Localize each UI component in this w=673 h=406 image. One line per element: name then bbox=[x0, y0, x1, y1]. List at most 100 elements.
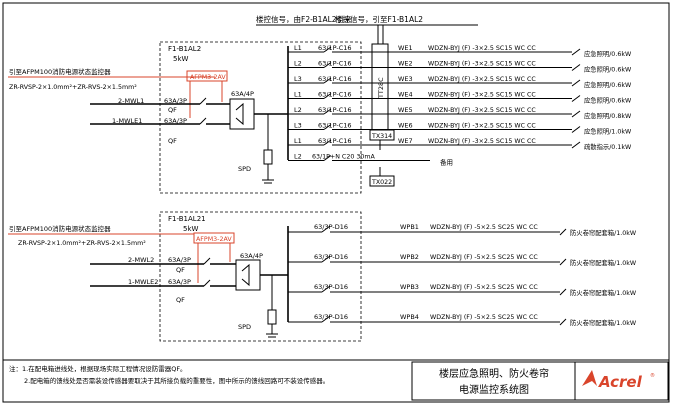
circuit-cable: WDZN-BYJ (F) -3×2.5 SC15 WC CC bbox=[428, 92, 536, 99]
circuit-load: 防火卷帘配套箱/1.0kW bbox=[570, 288, 637, 297]
logo-text: Acrel bbox=[598, 373, 643, 391]
spare-breaker: 63/1P+N C20 30mA bbox=[312, 154, 375, 161]
panel-2-name: F1-B1AL21 bbox=[168, 215, 206, 223]
circuit-id: WE3 bbox=[398, 75, 413, 83]
circuit-cable: WDZN-BYJ (F) -3×2.5 SC15 WC CC bbox=[428, 123, 536, 130]
panel-1-ats-label: 63A/4P bbox=[231, 90, 254, 98]
circuit-phase: L1 bbox=[294, 137, 302, 145]
panel-1-breaker-1: 63A/3P bbox=[164, 97, 187, 105]
top-signal-labels: 楼控信号，由F2-B1AL2引来 楼控信号，引至F1-B1AL2 bbox=[256, 14, 478, 44]
circuit-load: 防火卷帘配套箱/1.0kW bbox=[570, 318, 637, 327]
circuit-id: WPB1 bbox=[400, 223, 419, 231]
circuit-breaker: 63/1P-C16 bbox=[318, 44, 352, 52]
spare-label: 备用 bbox=[440, 158, 453, 167]
circuit-id: WPB2 bbox=[400, 253, 419, 261]
circuit-phase: L3 bbox=[294, 122, 302, 130]
circuit-id: WPB4 bbox=[400, 313, 419, 321]
panel-1-qf-1: QF bbox=[168, 106, 177, 114]
note-2: 2.配电箱的馈线处是否需装设传感器要取决于其所接负载的重要性，图中所示的馈线回路… bbox=[24, 376, 329, 385]
circuit-switch bbox=[323, 108, 332, 115]
circuit-load: 应急照明/0.6kW bbox=[584, 96, 632, 105]
panel-2-power: 5kW bbox=[183, 225, 199, 233]
title-line-2: 电源监控系统图 bbox=[459, 383, 529, 396]
panel-2-ats-label: 63A/4P bbox=[240, 252, 263, 260]
panel-1-spd bbox=[263, 149, 273, 165]
panel-2-breaker-1: 63A/3P bbox=[168, 256, 191, 264]
acrel-logo: Acrel ® bbox=[582, 370, 655, 391]
circuit-switch bbox=[323, 139, 332, 146]
panel-1-spare-row: L2 63/1P+N C20 30mA 备用 bbox=[288, 153, 453, 167]
circuit-breaker: 63/3P-D16 bbox=[314, 253, 348, 261]
circuit-load: 防火卷帘配套箱/1.0kW bbox=[570, 228, 637, 237]
panel-1-monitor-note: 引至AFPM100消防电源状态监控器 bbox=[9, 67, 111, 76]
panel-2-monitor-module-label: AFPM3-2AV bbox=[196, 236, 232, 243]
panel-1-circuit-row: L2 63/1P-C16 WE5 WDZN-BYJ (F) -3×2.5 SC15 W… bbox=[288, 106, 632, 120]
circuit-cable: WDZN-BYJ (F) -5×2.5 SC25 WC CC bbox=[430, 284, 538, 291]
panel-2-boundary bbox=[159, 211, 362, 342]
panel-1-input-2-label: 1-MWLE1 bbox=[112, 117, 142, 125]
panel-1-ats bbox=[229, 98, 255, 130]
panel-1-tx1-label: TX314 bbox=[371, 133, 392, 140]
panel-2-circuit-row: 63/3P-D16 WPB1 WDZN-BYJ (F) -5×2.5 SC25 WC… bbox=[288, 223, 637, 237]
circuit-cable: WDZN-BYJ (F) -5×2.5 SC25 WC CC bbox=[430, 254, 538, 261]
panel-1-tx2-label: TX022 bbox=[371, 179, 392, 186]
panel-1-spd-label: SPD bbox=[238, 165, 251, 173]
panel-1-ttc-label: TT28C bbox=[377, 77, 385, 99]
panel-1-monitor-module-label: AFPM3-2AV bbox=[190, 74, 226, 81]
circuit-id: WE6 bbox=[398, 122, 413, 130]
panel-2: F1-B1AL21 5kW 引至AFPM100消防电源状态监控器 ZR-RVSP… bbox=[8, 211, 637, 342]
circuit-load: 应急照明/0.8kW bbox=[584, 111, 632, 120]
spare-phase: L2 bbox=[294, 153, 302, 161]
panel-2-qf-1: QF bbox=[176, 266, 185, 274]
title-line-1: 楼层应急照明、防火卷帘 bbox=[439, 367, 549, 380]
circuit-id: WE4 bbox=[398, 91, 413, 99]
panel-2-monitor-cable: ZR-RVSP-2×1.0mm²+ZR-RVS-2×1.5mm² bbox=[18, 240, 146, 247]
panel-1-qf-2: QF bbox=[168, 137, 177, 145]
panel-2-spd bbox=[267, 309, 277, 325]
circuit-phase: L1 bbox=[294, 44, 302, 52]
circuit-switch bbox=[323, 62, 332, 68]
panel-2-spd-label: SPD bbox=[238, 323, 251, 331]
circuit-phase: L2 bbox=[294, 60, 302, 68]
circuit-cable: WDZN-BYJ (F) -3×2.5 SC15 WC CC bbox=[428, 76, 536, 83]
circuit-breaker: 63/1P-C16 bbox=[318, 60, 352, 68]
note-1: 注：1.在配电箱进线处，根据现场实际工程情况设防雷器QF。 bbox=[9, 364, 187, 373]
panel-2-ats bbox=[235, 259, 261, 291]
svg-text:®: ® bbox=[650, 372, 655, 379]
panel-2-breaker-2: 63A/3P bbox=[168, 278, 191, 286]
circuit-load: 应急照明/0.6kW bbox=[584, 65, 632, 74]
panel-2-monitor-module bbox=[193, 232, 235, 244]
panel-1-tx2 bbox=[369, 175, 395, 187]
circuit-switch bbox=[323, 124, 332, 130]
circuit-switch bbox=[321, 285, 331, 293]
circuit-phase: L2 bbox=[294, 106, 302, 114]
panel-2-qf-2: QF bbox=[176, 296, 185, 304]
circuit-id: WE1 bbox=[398, 44, 413, 52]
panel-2-monitor-note: 引至AFPM100消防电源状态监控器 bbox=[9, 224, 111, 233]
circuit-id: WE5 bbox=[398, 106, 413, 114]
circuit-cable: WDZN-BYJ (F) -5×2.5 SC25 WC CC bbox=[430, 224, 538, 231]
circuit-switch bbox=[323, 46, 332, 53]
circuit-cable: WDZN-BYJ (F) -3×2.5 SC15 WC CC bbox=[428, 61, 536, 68]
circuit-breaker: 63/1P-C16 bbox=[318, 106, 352, 114]
circuit-cable: WDZN-BYJ (F) -3×2.5 SC15 WC CC bbox=[428, 107, 536, 114]
circuit-phase: L3 bbox=[294, 75, 302, 83]
circuit-breaker: 63/3P-D16 bbox=[314, 223, 348, 231]
panel-1: F1-B1AL2 5kW 引至AFPM100消防电源状态监控器 ZR-RVSP-… bbox=[8, 41, 632, 194]
circuit-load: 应急照明/0.6kW bbox=[584, 80, 632, 89]
circuit-switch bbox=[321, 225, 331, 233]
circuit-load: 应急照明/1.0kW bbox=[584, 127, 632, 136]
signal-label-out: 楼控信号，引至F1-B1AL2 bbox=[335, 14, 423, 24]
circuit-breaker: 63/1P-C16 bbox=[318, 91, 352, 99]
circuit-id: WE7 bbox=[398, 137, 413, 145]
